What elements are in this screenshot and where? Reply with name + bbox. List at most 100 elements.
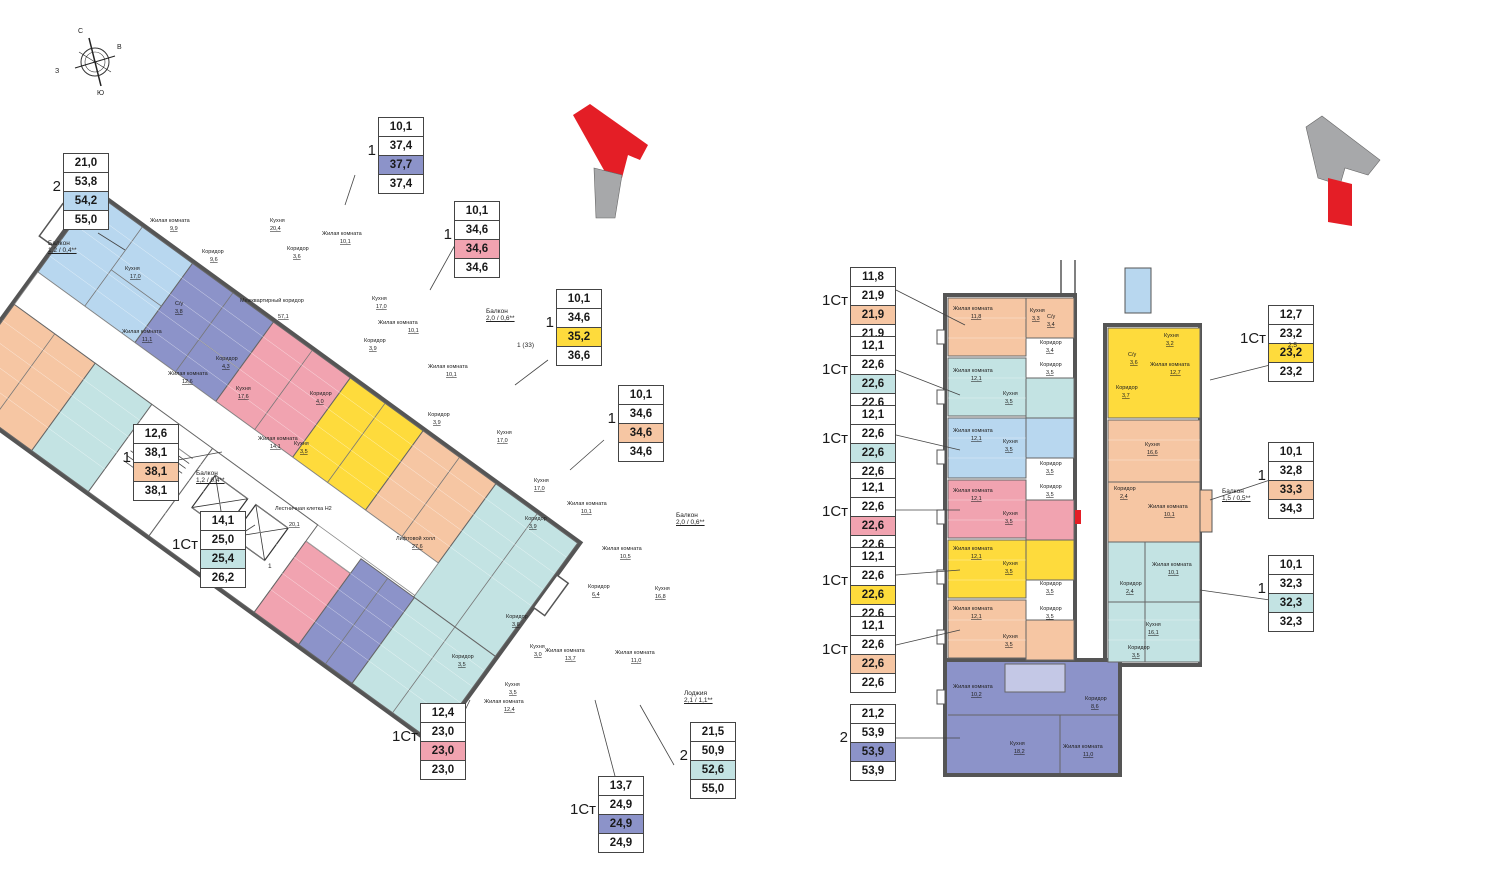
room-name: Кухня — [372, 296, 387, 302]
apartment-type: 1Ст — [822, 503, 849, 520]
apartment-areas: 10,1 32,8 33,3 34,3 — [1268, 442, 1314, 519]
room-name: Межквартирный коридор — [240, 297, 304, 304]
compass-north: С — [78, 28, 84, 35]
room-name: Кухня — [1003, 561, 1018, 567]
room-name: Жилая комната — [602, 546, 643, 552]
apartment-areas: 21,2 53,9 53,9 53,9 — [850, 704, 896, 781]
room-area: 9,6 — [210, 257, 218, 263]
room-area: 16,6 — [1147, 450, 1158, 456]
apartment-type: 1Ст — [822, 430, 849, 447]
room-area: 10,1 — [581, 509, 592, 515]
room-name: Коридор — [1040, 340, 1062, 346]
room-name: Жилая комната — [484, 699, 525, 705]
apartment-type: 1Ст — [172, 536, 199, 553]
apartment-type: 2 — [679, 747, 688, 764]
room-area: 3,5 — [300, 449, 308, 455]
room-area: 4,3 — [222, 364, 230, 370]
room-area: 9,9 — [170, 226, 178, 232]
room-name: Коридор — [202, 249, 224, 255]
room-name: Кухня — [1003, 634, 1018, 640]
room-name: Коридор — [1040, 606, 1062, 612]
room-area: 12,1 — [971, 496, 982, 502]
room-area: 2,4 — [1120, 494, 1128, 500]
room-name: Жилая комната — [953, 606, 994, 612]
room-name: Жилая комната — [168, 371, 209, 377]
apartment-type: 1 — [443, 226, 452, 243]
r-apt-2 — [947, 357, 1027, 417]
apartment-areas: 12,1 22,6 22,6 22,6 — [850, 336, 896, 413]
room-name: Кухня — [1145, 442, 1160, 448]
room-name: Кухня — [1030, 308, 1045, 314]
room-name: Лестничная клетка Н2 — [275, 506, 332, 512]
right-building — [936, 260, 1213, 777]
room-name: С/у — [175, 301, 184, 307]
room-name: Жилая комната — [378, 320, 419, 326]
room-name: Коридор — [1040, 484, 1062, 490]
room-area: 12,1 — [971, 376, 982, 382]
room-name: Жилая комната — [953, 306, 994, 312]
apartment-type: 1 — [122, 449, 131, 466]
room-name: Коридор — [428, 412, 450, 418]
location-marker-right — [1305, 115, 1381, 226]
apartment-areas: 11,8 21,9 21,9 21,9 — [850, 267, 896, 344]
room-area: 3,5 — [1005, 569, 1013, 575]
apartment-type: 1Ст — [1240, 330, 1267, 347]
room-name: Коридор — [1040, 581, 1062, 587]
room-name: Жилая комната — [122, 329, 163, 335]
apartment-type: 2 — [839, 729, 848, 746]
room-area: 3,6 — [512, 622, 520, 628]
apartment-type: 1 — [545, 314, 554, 331]
apartment-type: 1Ст — [822, 641, 849, 658]
room-name: Кухня — [1146, 622, 1161, 628]
room-name: Кухня — [270, 218, 285, 224]
apartment-type: 1 — [607, 410, 616, 427]
compass-icon — [74, 37, 116, 87]
room-area: 3,5 — [1005, 447, 1013, 453]
side-note: 2,5 — [1288, 342, 1298, 349]
room-area: 3,5 — [1046, 589, 1054, 595]
apartment-areas: 10,1 34,6 34,6 34,6 — [454, 201, 500, 278]
r-apt-4 — [947, 479, 1027, 539]
room-name: Кухня — [1010, 741, 1025, 747]
apartment-areas: 10,1 34,6 35,2 36,6 — [556, 289, 602, 366]
room-name: Жилая комната — [953, 368, 994, 374]
apartment-areas: 12,1 22,6 22,6 22,6 — [850, 405, 896, 482]
room-name: Коридор — [1128, 645, 1150, 651]
room-area: 3,3 — [1032, 316, 1040, 322]
apartment-areas: 21,5 50,9 52,6 55,0 — [690, 722, 736, 799]
room-area: 3,9 — [433, 420, 441, 426]
room-area: 14,1 — [270, 444, 281, 450]
room-area: 12,1 — [971, 614, 982, 620]
room-area: 12,1 — [971, 554, 982, 560]
room-area: 16,1 — [1148, 630, 1159, 636]
room-area: 3,6 — [1130, 360, 1138, 366]
compass-west: З — [55, 68, 60, 75]
room-name: С/у — [1128, 352, 1137, 358]
room-area: 3,7 — [1122, 393, 1130, 399]
room-area: 3,0 — [534, 652, 542, 658]
room-name: Коридор — [452, 654, 474, 660]
room-area: 3,9 — [529, 524, 537, 530]
apartment-areas: 21,0 53,8 54,2 55,0 — [63, 153, 109, 230]
apartment-areas: 10,1 37,4 37,7 37,4 — [378, 117, 424, 194]
apartment-areas: 12,1 22,6 22,6 22,6 — [850, 616, 896, 693]
r-apt-6 — [947, 599, 1027, 659]
room-area: 10,1 — [408, 328, 419, 334]
apartment-type: 2 — [52, 178, 61, 195]
leader-lines — [97, 174, 1271, 819]
room-area: 10,2 — [971, 692, 982, 698]
room-area: 11,8 — [971, 314, 981, 320]
room-name: Лифтовой холл — [396, 535, 435, 542]
apartment-areas: 10,1 32,3 32,3 32,3 — [1268, 555, 1314, 632]
room-name: Кухня — [505, 682, 520, 688]
room-name: Коридор — [216, 356, 238, 362]
room-area: 3,8 — [175, 309, 183, 315]
room-area: 10,1 — [446, 372, 457, 378]
room-name: Кухня — [294, 441, 309, 447]
room-area: 3,5 — [458, 662, 466, 668]
